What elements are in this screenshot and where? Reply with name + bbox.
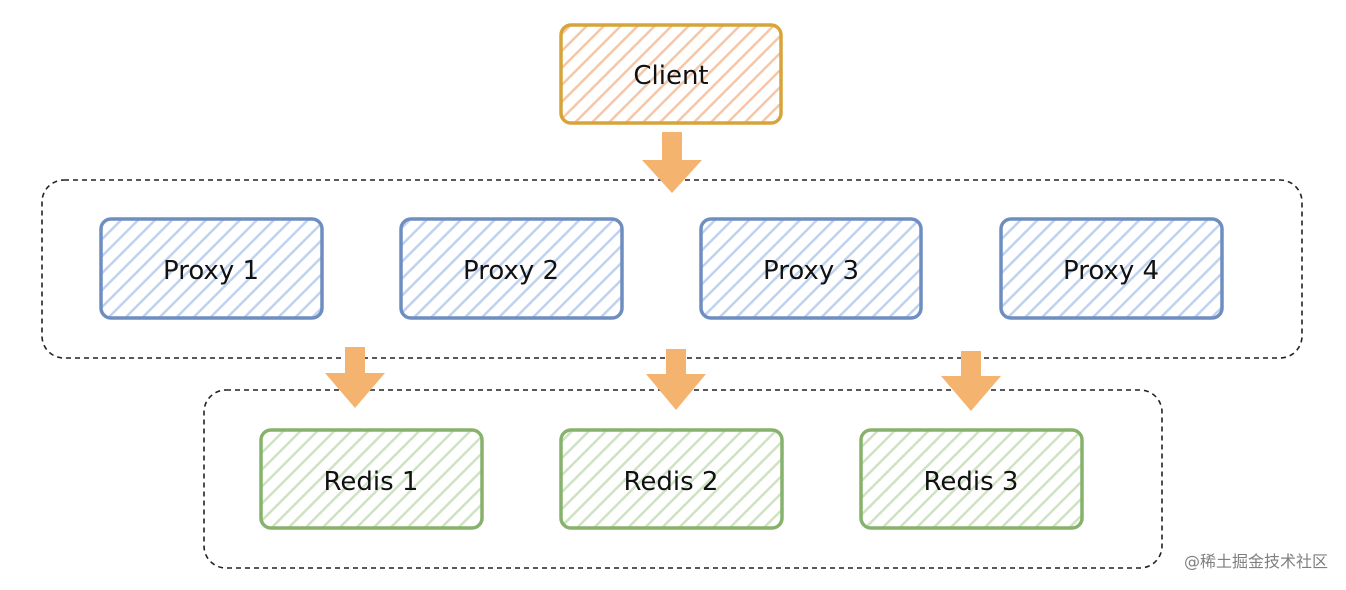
proxy-label-4: Proxy 4: [1063, 256, 1159, 286]
arrow-to-redis-1: [325, 347, 385, 408]
proxy-node-2: Proxy 2: [399, 217, 624, 320]
redis-label-3: Redis 3: [924, 467, 1019, 497]
proxy-label-3: Proxy 3: [763, 256, 859, 286]
client-node: Client: [559, 23, 783, 125]
redis-node-2: Redis 2: [559, 428, 784, 530]
proxy-label-1: Proxy 1: [163, 256, 259, 286]
proxy-node-1: Proxy 1: [99, 217, 324, 320]
proxy-node-3: Proxy 3: [699, 217, 923, 320]
arrow-to-redis-3: [941, 351, 1001, 411]
redis-node-3: Redis 3: [859, 428, 1084, 530]
proxy-node-4: Proxy 4: [999, 217, 1224, 320]
redis-label-1: Redis 1: [324, 467, 419, 497]
arrow-to-redis-2: [646, 349, 706, 410]
redis-node-1: Redis 1: [259, 428, 484, 530]
redis-label-2: Redis 2: [624, 467, 719, 497]
proxy-label-2: Proxy 2: [463, 256, 559, 286]
arrow-client-to-proxies: [642, 132, 702, 193]
watermark: @稀土掘金技术社区: [1183, 552, 1328, 571]
client-label: Client: [633, 61, 708, 91]
